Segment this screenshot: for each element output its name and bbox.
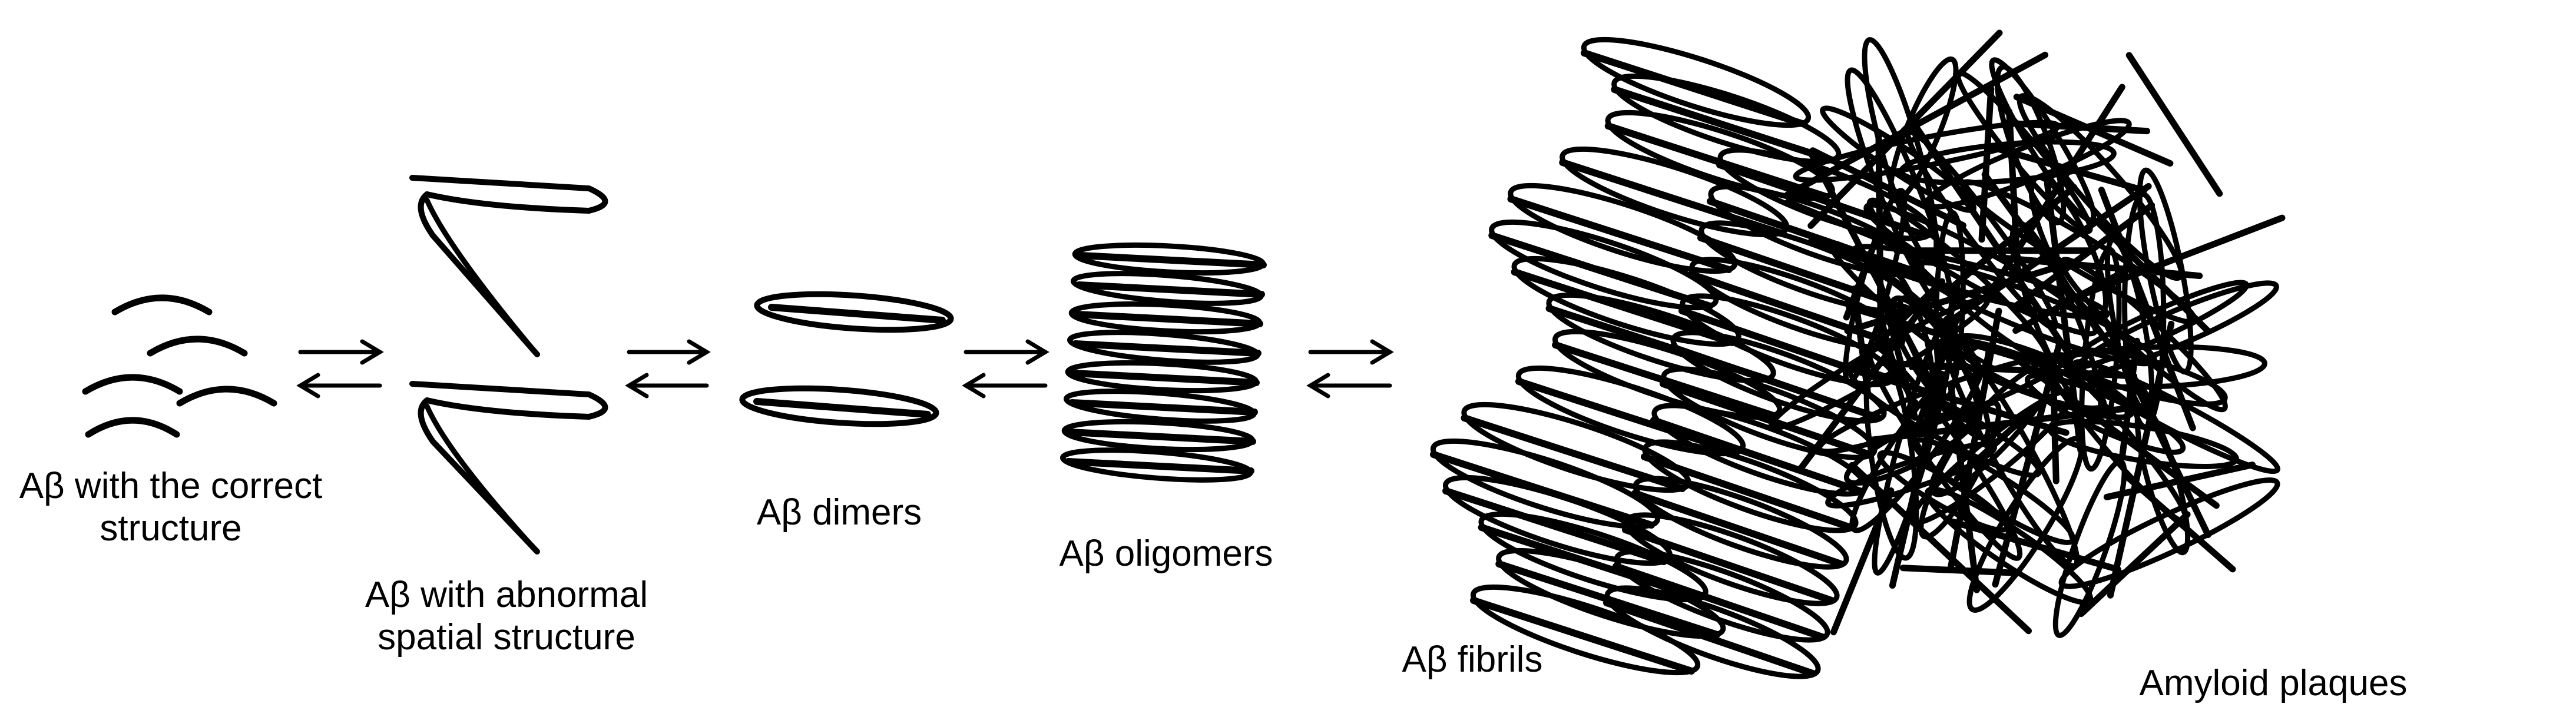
label-oligomers-line1: Aβ oligomers xyxy=(1025,533,1307,575)
fibril-strand xyxy=(1485,206,1723,324)
label-abnormal: Aβ with abnormal spatial structure xyxy=(342,574,671,659)
label-plaques-line1: Amyloid plaques xyxy=(2114,662,2432,705)
dimer-inner-strand xyxy=(757,401,928,414)
correct-monomer-arc xyxy=(85,377,180,391)
abnormal-monomer-inner xyxy=(427,406,537,552)
fibril-strand xyxy=(1504,170,1742,287)
abnormal-monomer-upper xyxy=(412,384,605,417)
abnormal-monomer-inner xyxy=(427,200,537,354)
label-fibrils: Aβ fibrils xyxy=(1349,639,1596,681)
label-oligomers: Aβ oligomers xyxy=(1025,533,1307,575)
abnormal-monomer-upper xyxy=(412,178,605,211)
correct-monomer-arc xyxy=(115,298,209,312)
label-correct: Aβ with the correct structure xyxy=(6,465,336,550)
dimer-inner-strand xyxy=(772,307,942,320)
stage-abnormal-shapes xyxy=(412,178,605,552)
label-abnormal-line1: Aβ with abnormal xyxy=(342,574,671,616)
correct-monomer-arc xyxy=(88,420,177,434)
stage-oligomers-shapes xyxy=(1062,241,1264,486)
label-correct-line2: structure xyxy=(6,507,336,550)
label-dimers-line1: Aβ dimers xyxy=(707,492,972,534)
label-plaques: Amyloid plaques xyxy=(2114,662,2432,705)
label-abnormal-line2: spatial structure xyxy=(342,616,671,659)
stage-correct-shapes xyxy=(85,298,274,434)
label-correct-line1: Aβ with the correct xyxy=(6,465,336,507)
stage-dimers-shapes xyxy=(741,289,952,430)
correct-monomer-arc xyxy=(180,389,274,403)
correct-monomer-arc xyxy=(150,339,244,353)
label-dimers: Aβ dimers xyxy=(707,492,972,534)
label-fibrils-line1: Aβ fibrils xyxy=(1349,639,1596,681)
plaque-inner-strand xyxy=(1879,135,1881,341)
